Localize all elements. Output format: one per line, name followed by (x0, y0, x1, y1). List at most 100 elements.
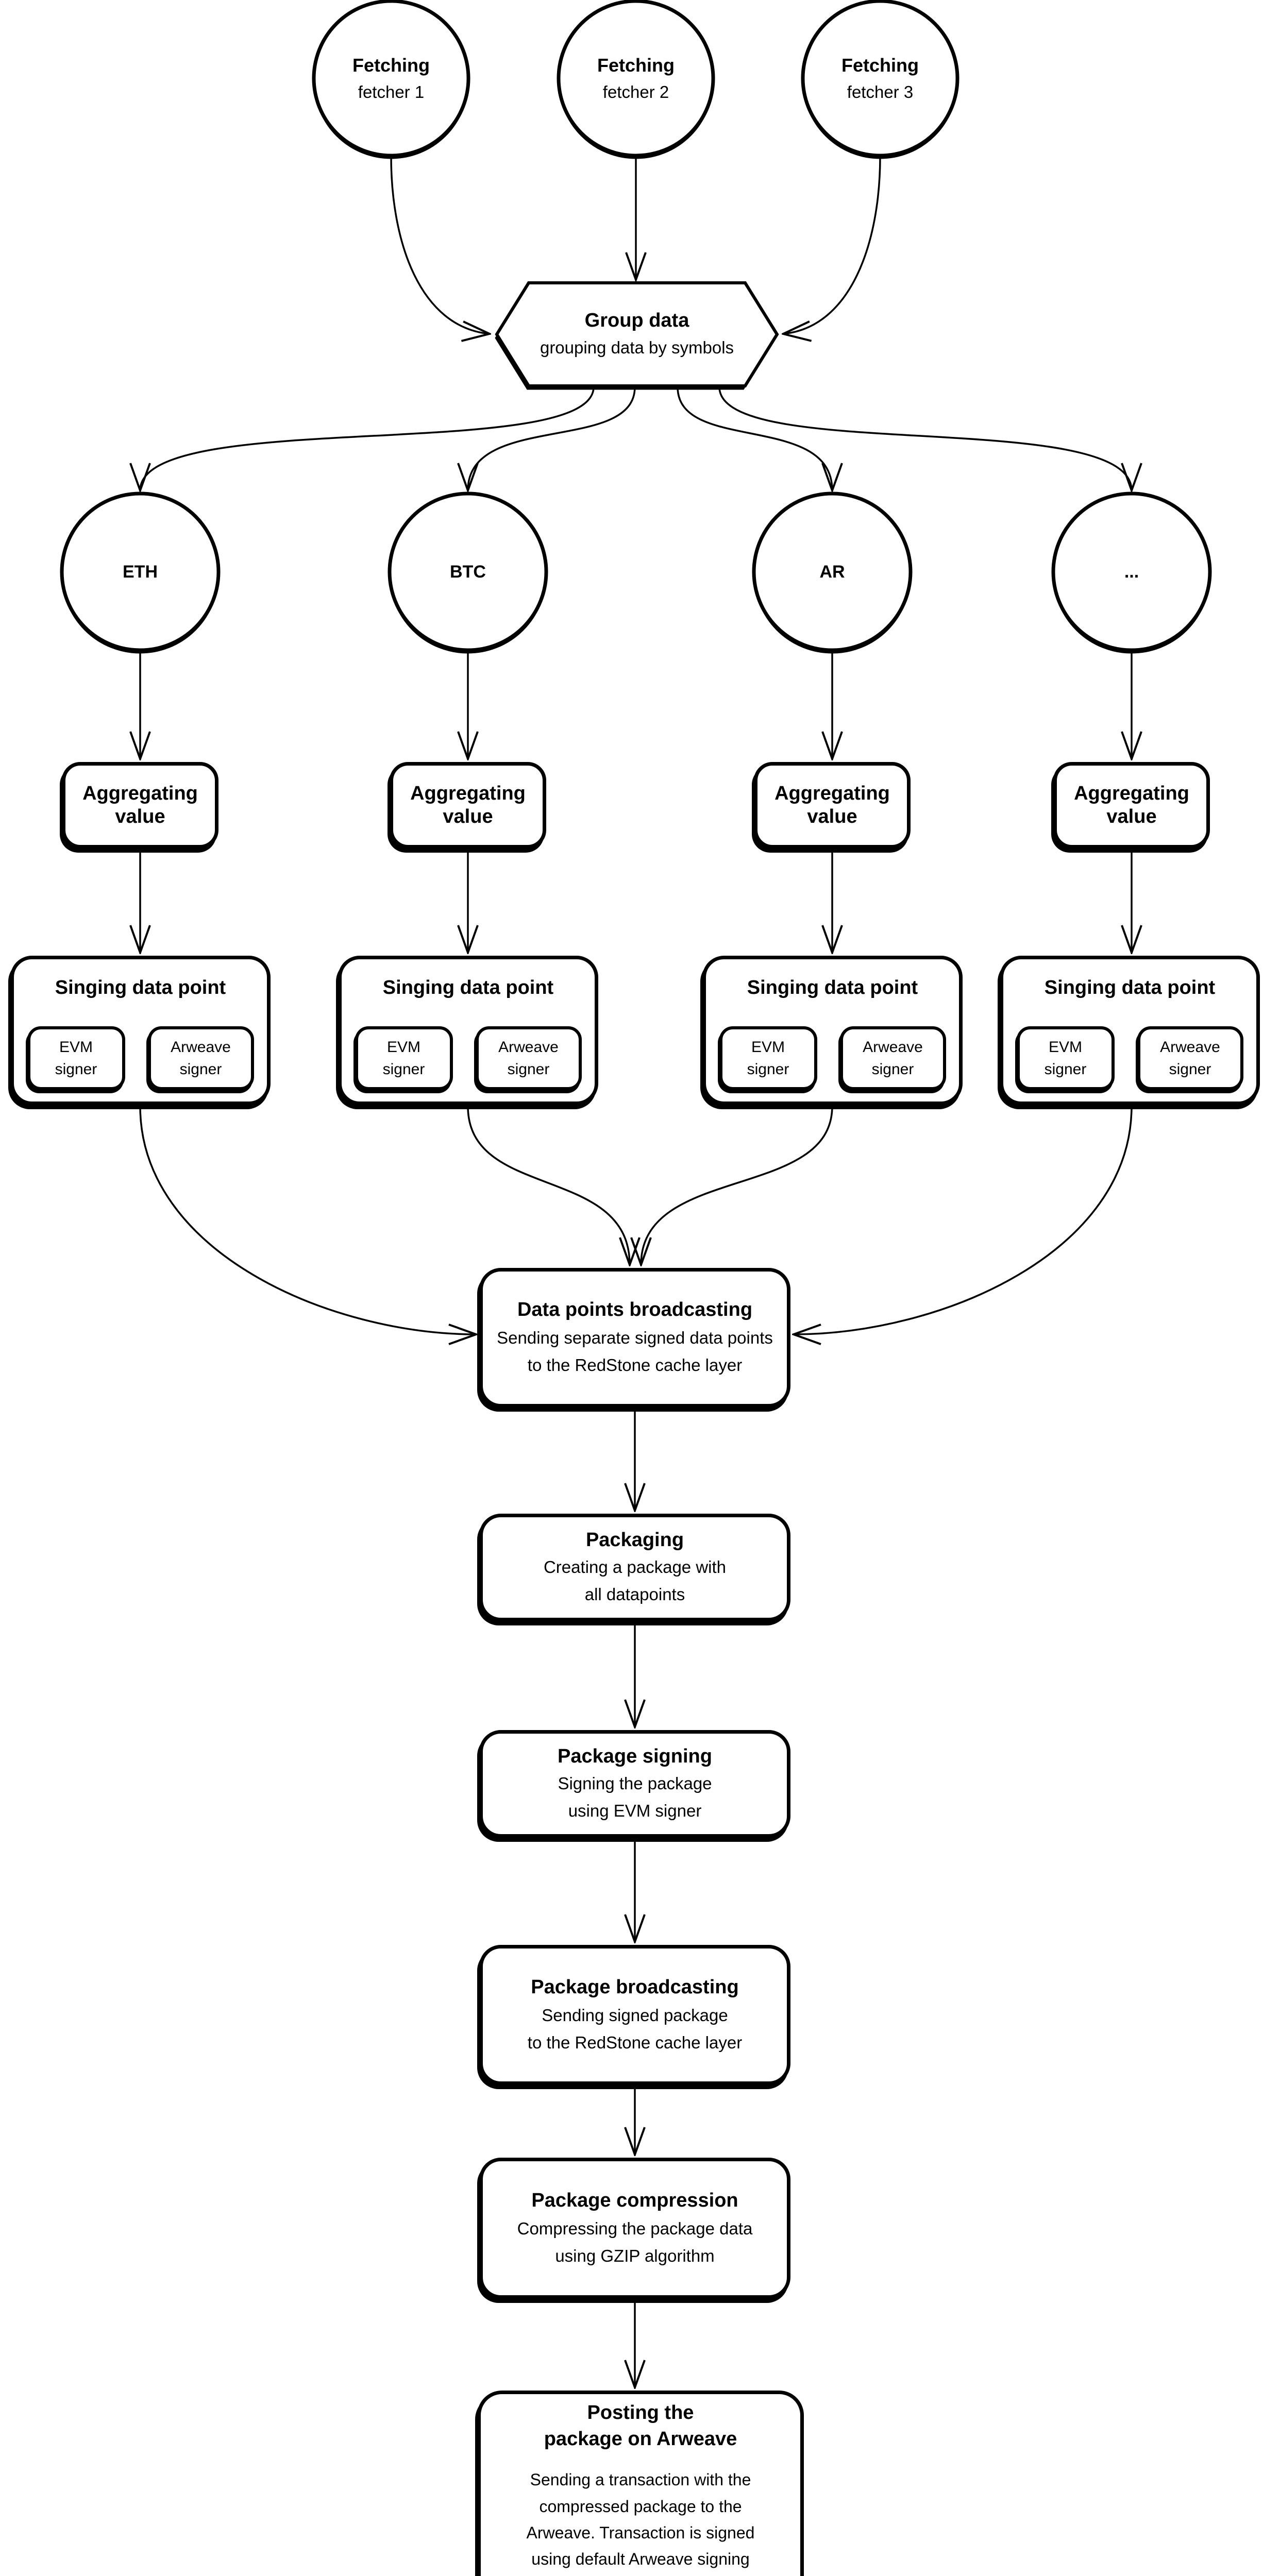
arweave-signer-box: Arweave signer (147, 1026, 254, 1090)
arweave-signer-line2: signer (871, 1061, 914, 1078)
fetcher3-title: Fetching (841, 55, 919, 76)
fetcher3-circle (801, 0, 959, 158)
aggregate-line1: Aggregating (774, 782, 890, 804)
evm-signer-line2: signer (55, 1061, 97, 1078)
posting-body-line5: mechanism for transactions (540, 2572, 741, 2576)
edge-group-eth (140, 386, 595, 490)
evm-signer-line1: EVM (1048, 1038, 1082, 1056)
fetcher1-title: Fetching (352, 55, 430, 76)
sign-title: Singing data point (1044, 977, 1216, 998)
sign-title: Singing data point (747, 977, 918, 998)
edge-fetcher1-group (390, 156, 490, 334)
arweave-signer-line1: Arweave (498, 1038, 559, 1056)
evm-signer-box: EVM signer (27, 1026, 125, 1090)
fetcher1-circle (312, 0, 470, 158)
symbol-label-btc: BTC (450, 562, 486, 582)
aggregate-node-4: Aggregating value (1053, 762, 1210, 849)
aggregate-line2: value (807, 806, 857, 827)
edge-group-btc (468, 386, 636, 490)
arweave-signer-line2: signer (1169, 1061, 1211, 1078)
aggregate-line2: value (443, 806, 493, 827)
arweave-signer-line1: Arweave (1160, 1038, 1220, 1056)
fetcher2-subtitle: fetcher 2 (602, 82, 669, 102)
packaging-node: Packaging Creating a package with all da… (479, 1514, 790, 1621)
aggregate-node-3: Aggregating value (754, 762, 911, 849)
package-broadcasting-node: Package broadcasting Sending signed pack… (479, 1945, 790, 2085)
evm-signer-line1: EVM (59, 1038, 93, 1056)
more-circle (1051, 492, 1212, 652)
arweave-signer-box: Arweave signer (475, 1026, 582, 1090)
fetcher2-node: Fetching fetcher 2 (559, 1, 713, 156)
packaging-line1: Creating a package with (543, 1557, 727, 1577)
evm-signer-line1: EVM (751, 1038, 785, 1056)
package-broadcasting-title: Package broadcasting (531, 1976, 739, 1998)
fetcher2-circle (557, 0, 715, 158)
symbol-node-ar: AR (755, 495, 910, 649)
aggregate-line1: Aggregating (82, 782, 198, 804)
package-signing-line2: using EVM signer (568, 1801, 702, 1821)
package-compression-line2: using GZIP algorithm (555, 2246, 715, 2265)
fetcher1-subtitle: fetcher 1 (358, 82, 425, 102)
aggregate-line1: Aggregating (410, 782, 526, 804)
broadcast-title: Data points broadcasting (517, 1299, 753, 1321)
arweave-signer-box: Arweave signer (839, 1026, 946, 1090)
posting-body-line2: compressed package to the (539, 2497, 742, 2516)
aggregate-node-1: Aggregating value (62, 762, 218, 849)
edge-group-ar (677, 386, 832, 490)
evm-signer-line2: signer (382, 1061, 425, 1078)
posting-node: Posting the package on Arweave Sending a… (477, 2391, 804, 2576)
group-data-subtitle: grouping data by symbols (540, 338, 734, 358)
package-broadcasting-line1: Sending signed package (542, 2005, 728, 2025)
symbol-label-more: ... (1124, 562, 1139, 582)
broadcast-node: Data points broadcasting Sending separat… (479, 1268, 790, 1408)
evm-signer-line2: signer (1044, 1061, 1087, 1078)
group-data-title: Group data (584, 310, 689, 331)
symbol-node-eth: ETH (63, 495, 217, 649)
signer-row: EVM signer Arweave signer (27, 1026, 254, 1090)
ar-circle (752, 492, 913, 652)
fetcher2-title: Fetching (597, 55, 675, 76)
edge-sign1-broadcast (139, 1106, 476, 1334)
evm-signer-line1: EVM (386, 1038, 420, 1056)
aggregate-line1: Aggregating (1074, 782, 1189, 804)
sign-title: Singing data point (382, 977, 554, 998)
edge-group-more (718, 386, 1132, 490)
package-broadcasting-line2: to the RedStone cache layer (527, 2032, 743, 2052)
sign-node-1: Singing data point EVM signer Arweave si… (10, 956, 271, 1105)
arweave-signer-line1: Arweave (863, 1038, 923, 1056)
arweave-signer-box: Arweave signer (1137, 1026, 1243, 1090)
posting-body-line3: Arweave. Transaction is signed (526, 2523, 755, 2542)
group-data-node: Group data grouping data by symbols (529, 283, 745, 386)
arweave-signer-line2: signer (179, 1061, 222, 1078)
posting-title-line2: package on Arweave (544, 2428, 737, 2450)
symbol-label-eth: ETH (123, 562, 158, 582)
aggregate-line2: value (115, 806, 165, 827)
symbol-node-btc: BTC (391, 495, 545, 649)
fetcher1-node: Fetching fetcher 1 (314, 1, 468, 156)
packaging-title: Packaging (585, 1529, 684, 1551)
evm-signer-box: EVM signer (1016, 1026, 1115, 1090)
btc-circle (388, 492, 548, 652)
sign-title: Singing data point (55, 977, 226, 998)
symbol-label-ar: AR (819, 562, 845, 582)
sign-node-2: Singing data point EVM signer Arweave si… (338, 956, 598, 1105)
signer-row: EVM signer Arweave signer (719, 1026, 946, 1090)
eth-circle (60, 492, 221, 652)
package-signing-line1: Signing the package (558, 1774, 712, 1793)
evm-signer-box: EVM signer (355, 1026, 453, 1090)
aggregate-line2: value (1106, 806, 1157, 827)
signer-row: EVM signer Arweave signer (1016, 1026, 1243, 1090)
aggregate-node-2: Aggregating value (390, 762, 546, 849)
posting-body-line1: Sending a transaction with the (530, 2470, 751, 2489)
sign-node-3: Singing data point EVM signer Arweave si… (702, 956, 963, 1105)
signer-row: EVM signer Arweave signer (355, 1026, 582, 1090)
edge-sign4-broadcast (794, 1106, 1133, 1334)
broadcast-line2: to the RedStone cache layer (527, 1355, 743, 1375)
symbol-node-more: ... (1054, 495, 1209, 649)
posting-title-line1: Posting the (587, 2401, 694, 2424)
arweave-signer-line2: signer (507, 1061, 550, 1078)
evm-signer-line2: signer (747, 1061, 789, 1078)
packaging-line2: all datapoints (584, 1585, 685, 1604)
package-compression-title: Package compression (531, 2189, 738, 2211)
